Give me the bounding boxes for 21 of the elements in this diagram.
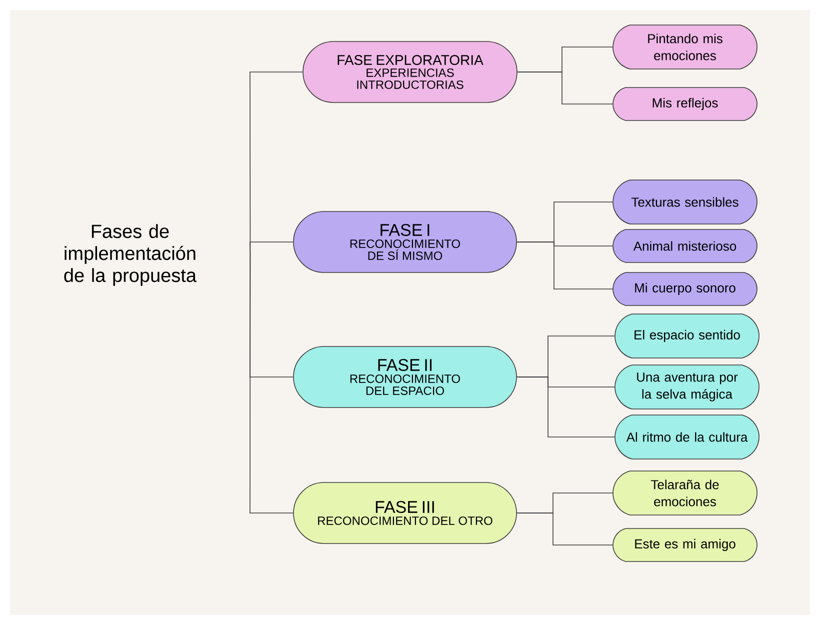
activity-box: Al ritmo de la cultura [614,414,760,460]
connector-line [516,376,615,438]
phase-box: FASE I RECONOCIMIENTO DE SÍ MISMO [293,211,517,273]
phase-box: FASE EXPLORATORIA EXPERIENCIAS INTRODUCTORIAS [302,41,518,103]
activity-box: Este es mi amigo [612,528,758,562]
activity-box: Pintando mis emociones [612,24,758,70]
connector-line [516,512,613,546]
phase-box: FASE III RECONOCIMIENTO DEL OTRO [293,482,517,544]
activity-box: Telaraña de emociones [612,470,758,516]
activity-box: Mi cuerpo sonoro [612,272,758,306]
connector-line [516,242,613,290]
activity-box: El espacio sentido [614,314,760,358]
activity-box: Mis reflejos [612,87,758,121]
connector-line [517,72,613,104]
activity-box: Una aventura por la selva mágica [614,364,760,410]
phase-box: FASE II RECONOCIMIENTO DEL ESPACIO [293,346,517,408]
activity-box: Texturas sensibles [612,180,758,224]
title-text: Fases de implementación de la propuesta [64,224,197,286]
activity-box: Animal misterioso [612,229,758,263]
connector-line [250,254,294,514]
connector-line [250,242,294,256]
